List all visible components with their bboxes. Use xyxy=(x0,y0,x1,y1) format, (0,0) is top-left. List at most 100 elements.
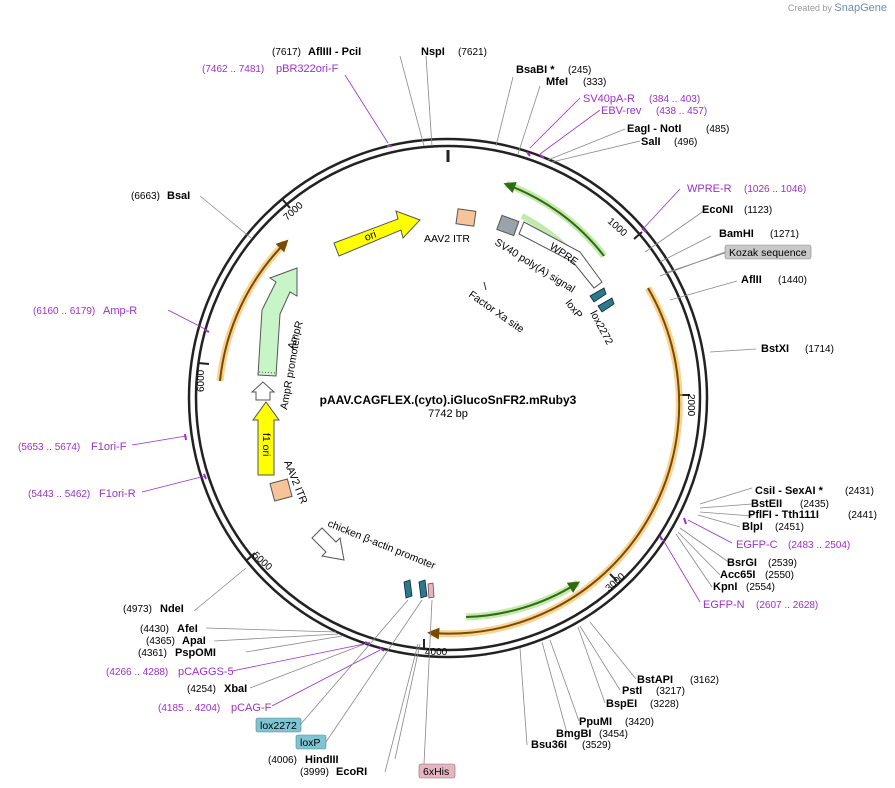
snapgene-logo: Created by SnapGene xyxy=(788,2,887,14)
his6-box xyxy=(418,763,456,779)
bstapi-label: BstAPI xyxy=(637,674,673,686)
afei-pos: (4430) xyxy=(140,624,169,635)
ndei-label: NdeI xyxy=(160,603,184,615)
egfpn-label: EGFP-N xyxy=(703,599,745,611)
hindiii-label: HindIII xyxy=(305,754,339,766)
f1orif-label: F1ori-F xyxy=(91,441,127,453)
pbr322-pos: (7462 .. 7481) xyxy=(202,64,264,75)
sv40-box xyxy=(496,214,520,237)
ampr-promoter-arrow xyxy=(250,381,276,401)
backbone-inner xyxy=(194,144,702,652)
loxp-marker-bottom xyxy=(418,579,428,599)
bstxi-pos: (1714) xyxy=(805,344,834,355)
apai-pos: (4365) xyxy=(146,636,175,647)
mfei-label: MfeI xyxy=(546,76,568,88)
pcagf-label: pCAG-F xyxy=(231,702,272,714)
bamhi-label: BamHI xyxy=(719,228,754,240)
acc65i-pos: (2550) xyxy=(765,570,794,581)
kozak-label: Kozak sequence xyxy=(729,247,807,259)
aav2-itr-bottom-box xyxy=(269,478,293,502)
f1ori-arrow xyxy=(252,401,280,476)
sv40pa-label: SV40pA-R xyxy=(583,93,635,105)
plasmid-name: pAAV.CAGFLEX.(cyto).iGlucoSnFR2.mRuby3 xyxy=(320,393,577,407)
bstxi-label: BstXI xyxy=(761,343,789,355)
ampr-arrow xyxy=(257,267,298,377)
afliii-label: AflIII - PciI xyxy=(308,46,361,58)
ecori-label: EcoRI xyxy=(336,766,367,778)
bsteii-pos: (2435) xyxy=(800,499,829,510)
bsu36i-pos: (3529) xyxy=(582,740,611,751)
nspi-pos: (7621) xyxy=(458,47,487,58)
bmgbi-pos: (3454) xyxy=(599,729,628,740)
wprer-pos: (1026 .. 1046) xyxy=(744,184,806,195)
csii-label: CsiI - SexAI * xyxy=(755,485,824,497)
lox2272-box xyxy=(255,717,302,733)
box-leader-lines xyxy=(299,251,726,765)
bspei-label: BspEI xyxy=(606,698,637,710)
afliii-pos: (7617) xyxy=(272,47,301,58)
ppumi-pos: (3420) xyxy=(625,717,654,728)
pflfi-label: PflFI - Tth111I xyxy=(748,509,819,521)
ampr-primer-pos: (6160 .. 6179) xyxy=(33,306,95,317)
primer-leader-lines xyxy=(131,74,733,707)
tick-2000: 2000 xyxy=(685,394,696,417)
backbone-outer xyxy=(187,137,709,659)
bsai-pos: (6663) xyxy=(131,191,160,202)
brand-name: SnapGene xyxy=(834,2,887,14)
egfpc-pos: (2483 .. 2504) xyxy=(788,540,850,551)
blpi-label: BlpI xyxy=(742,521,763,533)
ecori-pos: (3999) xyxy=(300,767,329,778)
psti-pos: (3217) xyxy=(656,686,685,697)
lox2272-box-label: lox2272 xyxy=(260,720,297,732)
pcaggs5-pos: (4266 .. 4288) xyxy=(106,667,168,678)
aav2-itr-top-box xyxy=(455,208,477,227)
plasmid-size: 7742 bp xyxy=(428,408,468,420)
his6-box-label: 6xHis xyxy=(423,766,449,778)
lox2272-marker-bottom xyxy=(403,579,413,599)
nspi-label: NspI xyxy=(421,46,445,58)
xbai-pos: (4254) xyxy=(187,684,216,695)
egfpc-label: EGFP-C xyxy=(736,539,778,551)
orange-feature-right-line xyxy=(427,287,681,640)
aflii-label: AflII xyxy=(741,274,762,286)
primer-ticks xyxy=(184,145,687,652)
wpre-arrow xyxy=(518,221,603,289)
ebvrev-label: EBV-rev xyxy=(601,105,642,117)
created-by-text: Created by xyxy=(787,3,832,13)
bsu36i-label: Bsu36I xyxy=(531,739,567,751)
factor-xa-mark xyxy=(483,281,487,291)
afei-label: AfeI xyxy=(177,623,198,635)
green-feature-bottom-line xyxy=(465,581,581,618)
green-feature-bottom xyxy=(465,580,580,621)
chicken-actin-label: chicken β-actin promoter xyxy=(326,518,438,572)
pspomi-label: PspOMI xyxy=(175,647,216,659)
f1ori-label: f1 ori xyxy=(260,433,272,456)
bsabi-label: BsaBI * xyxy=(516,64,555,76)
kpni-label: KpnI xyxy=(713,581,737,593)
tick-4000: 4000 xyxy=(425,647,448,658)
pcaggs5-label: pCAGGS-5 xyxy=(178,666,234,678)
bamhi-pos: (1271) xyxy=(770,229,799,240)
econi-label: EcoNI xyxy=(702,204,733,216)
egfpn-pos: (2607 .. 2628) xyxy=(756,600,818,611)
ampr-primer-label: Amp-R xyxy=(103,305,137,317)
pflfi-pos: (2441) xyxy=(848,510,877,521)
aav2-itr-top-label: AAV2 ITR xyxy=(424,233,470,245)
econi-pos: (1123) xyxy=(744,205,772,216)
eagi-pos: (485) xyxy=(706,124,729,135)
pcagf-pos: (4185 .. 4204) xyxy=(158,703,220,714)
ampr-promoter-label: AmpR promoter xyxy=(278,335,303,411)
pspomi-pos: (4361) xyxy=(138,648,167,659)
ndei-pos: (4973) xyxy=(123,604,152,615)
loxp-marker-top xyxy=(589,287,607,303)
ori-arrow xyxy=(333,210,421,257)
pbr322-label: pBR322ori-F xyxy=(276,63,339,75)
kpni-pos: (2554) xyxy=(746,582,775,593)
tick-6000: 6000 xyxy=(196,369,207,392)
bsrgi-label: BsrGI xyxy=(727,557,757,569)
f1orir-pos: (5443 .. 5462) xyxy=(28,489,90,500)
lox2272-feature-label: lox2272 xyxy=(587,309,615,347)
ruler-ticks xyxy=(197,199,690,650)
aflii-pos: (1440) xyxy=(778,275,807,286)
